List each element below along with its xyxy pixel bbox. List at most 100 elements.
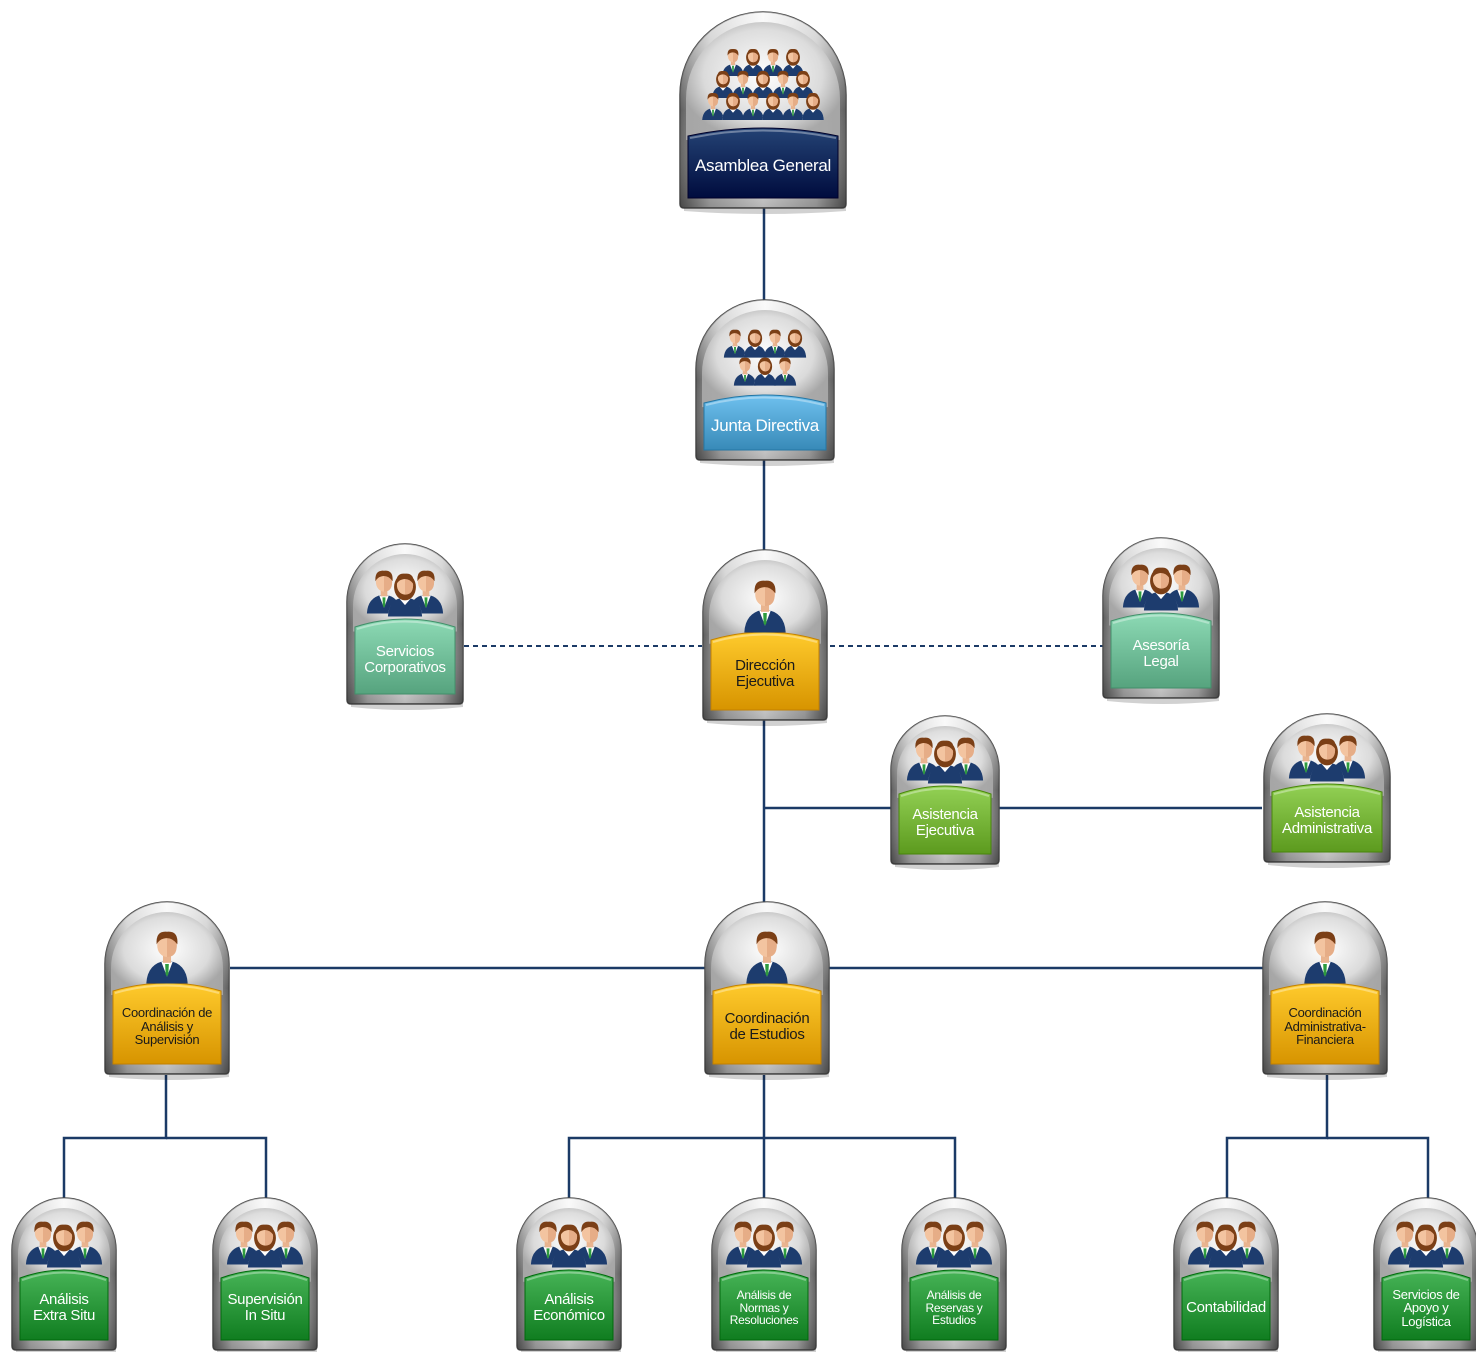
person-female: [247, 1224, 283, 1268]
node-label: Coordinación de Estudios: [724, 1009, 810, 1043]
line-estudios-branch-2: [567, 1136, 957, 1200]
person-male: [723, 329, 747, 358]
person-female: [722, 92, 744, 120]
person-male: [1187, 1221, 1223, 1265]
node-shell: [104, 901, 230, 1080]
person-male: [742, 92, 764, 120]
person-male: [1304, 931, 1346, 984]
node-contabilidad: Contabilidad: [1172, 1196, 1280, 1352]
person-female: [46, 1224, 82, 1268]
people-icon: [366, 570, 444, 617]
person-male: [773, 357, 797, 386]
people-illustration: [702, 48, 824, 120]
node-shell: [702, 549, 828, 726]
node-analisis-economico: Análisis Económico: [515, 1196, 623, 1352]
person-female: [387, 573, 423, 617]
node-supervision-in-situ: Supervisión In Situ: [211, 1196, 319, 1352]
people-illustration: [915, 1221, 993, 1268]
person-female: [927, 740, 963, 784]
people-illustration: [906, 737, 984, 784]
node-label: Dirección Ejecutiva: [735, 657, 795, 690]
line-admin-branch-2: [1327, 1136, 1430, 1200]
people-icon: [25, 1221, 103, 1268]
node-label: Coordinación Administrativa-Financiera: [1284, 1005, 1366, 1048]
person-male: [25, 1221, 61, 1265]
node-label: Supervisión In Situ: [227, 1291, 303, 1324]
person-male: [744, 580, 786, 633]
node-label: Análisis Económico: [533, 1291, 605, 1324]
person-female: [936, 1224, 972, 1268]
person-male: [906, 737, 942, 781]
people-illustration: [723, 329, 807, 386]
node-analisis-reservas: Análisis de Reservas y Estudios: [900, 1196, 1008, 1352]
people-illustration: [1288, 735, 1366, 782]
person-male: [763, 329, 787, 358]
people-illustration: [530, 1221, 608, 1268]
line-admin-branch: [1225, 1075, 1329, 1200]
node-coordinacion-estudios: Coordinación de Estudios: [703, 900, 831, 1080]
people-illustration: [1122, 564, 1200, 611]
person-male: [746, 931, 788, 984]
people-icon: [702, 48, 824, 120]
node-label: Contabilidad: [1186, 1299, 1266, 1317]
people-illustration: [1304, 931, 1346, 984]
person-female: [762, 92, 784, 120]
people-illustration: [725, 1221, 803, 1268]
node-label: Junta Directiva: [711, 415, 819, 435]
node-asesoria-legal: Asesoría Legal: [1101, 536, 1221, 704]
person-male: [772, 70, 794, 98]
person-female: [1208, 1224, 1244, 1268]
people-icon: [746, 931, 788, 984]
node-servicios-corporativos: Servicios Corporativos: [345, 542, 465, 710]
person-female: [783, 329, 807, 358]
person-male: [1330, 735, 1366, 779]
node-shell: [704, 901, 830, 1080]
person-female: [1143, 567, 1179, 611]
people-illustration: [366, 570, 444, 617]
node-analisis-normas: Análisis de Normas y Resoluciones: [710, 1196, 818, 1352]
person-female: [743, 329, 767, 358]
people-illustration: [146, 931, 188, 984]
person-female: [1309, 738, 1345, 782]
person-male: [733, 357, 757, 386]
node-label: Asistencia Administrativa: [1282, 804, 1372, 837]
node-asistencia-administrativa: Asistencia Administrativa: [1262, 712, 1392, 868]
person-female: [551, 1224, 587, 1268]
node-label: Asistencia Ejecutiva: [912, 806, 978, 839]
person-female: [753, 357, 777, 386]
people-icon: [1122, 564, 1200, 611]
people-illustration: [746, 931, 788, 984]
node-junta-directiva: Junta Directiva: [694, 298, 836, 466]
node-label: Asesoría Legal: [1132, 636, 1190, 670]
person-female: [746, 1224, 782, 1268]
people-icon: [915, 1221, 993, 1268]
node-label: Servicios Corporativos: [364, 642, 446, 676]
people-icon: [530, 1221, 608, 1268]
person-female: [802, 92, 824, 120]
people-icon: [744, 580, 786, 633]
people-illustration: [1387, 1221, 1465, 1268]
people-illustration: [744, 580, 786, 633]
node-coordinacion-administrativa: Coordinación Administrativa-Financiera: [1261, 900, 1389, 1080]
people-illustration: [25, 1221, 103, 1268]
people-icon: [906, 737, 984, 784]
node-label: Análisis de Normas y Resoluciones: [729, 1288, 799, 1328]
node-servicios-apoyo: Servicios de Apoyo y Logística: [1372, 1196, 1476, 1352]
person-male: [702, 92, 724, 120]
person-male: [366, 570, 402, 614]
line-analisis-branch: [62, 1075, 168, 1200]
person-male: [782, 92, 804, 120]
person-male: [146, 931, 188, 984]
person-male: [226, 1221, 262, 1265]
node-asistencia-ejecutiva: Asistencia Ejecutiva: [889, 714, 1001, 870]
people-icon: [1187, 1221, 1265, 1268]
people-icon: [1304, 931, 1346, 984]
person-female: [1408, 1224, 1444, 1268]
person-male: [268, 1221, 304, 1265]
node-analisis-extra-situ: Análisis Extra Situ: [10, 1196, 118, 1352]
people-icon: [725, 1221, 803, 1268]
people-icon: [226, 1221, 304, 1268]
line-analisis-branch-2: [166, 1136, 268, 1200]
node-coordinacion-analisis: Coordinación de Análisis y Supervisión: [103, 900, 231, 1080]
people-icon: [1288, 735, 1366, 782]
